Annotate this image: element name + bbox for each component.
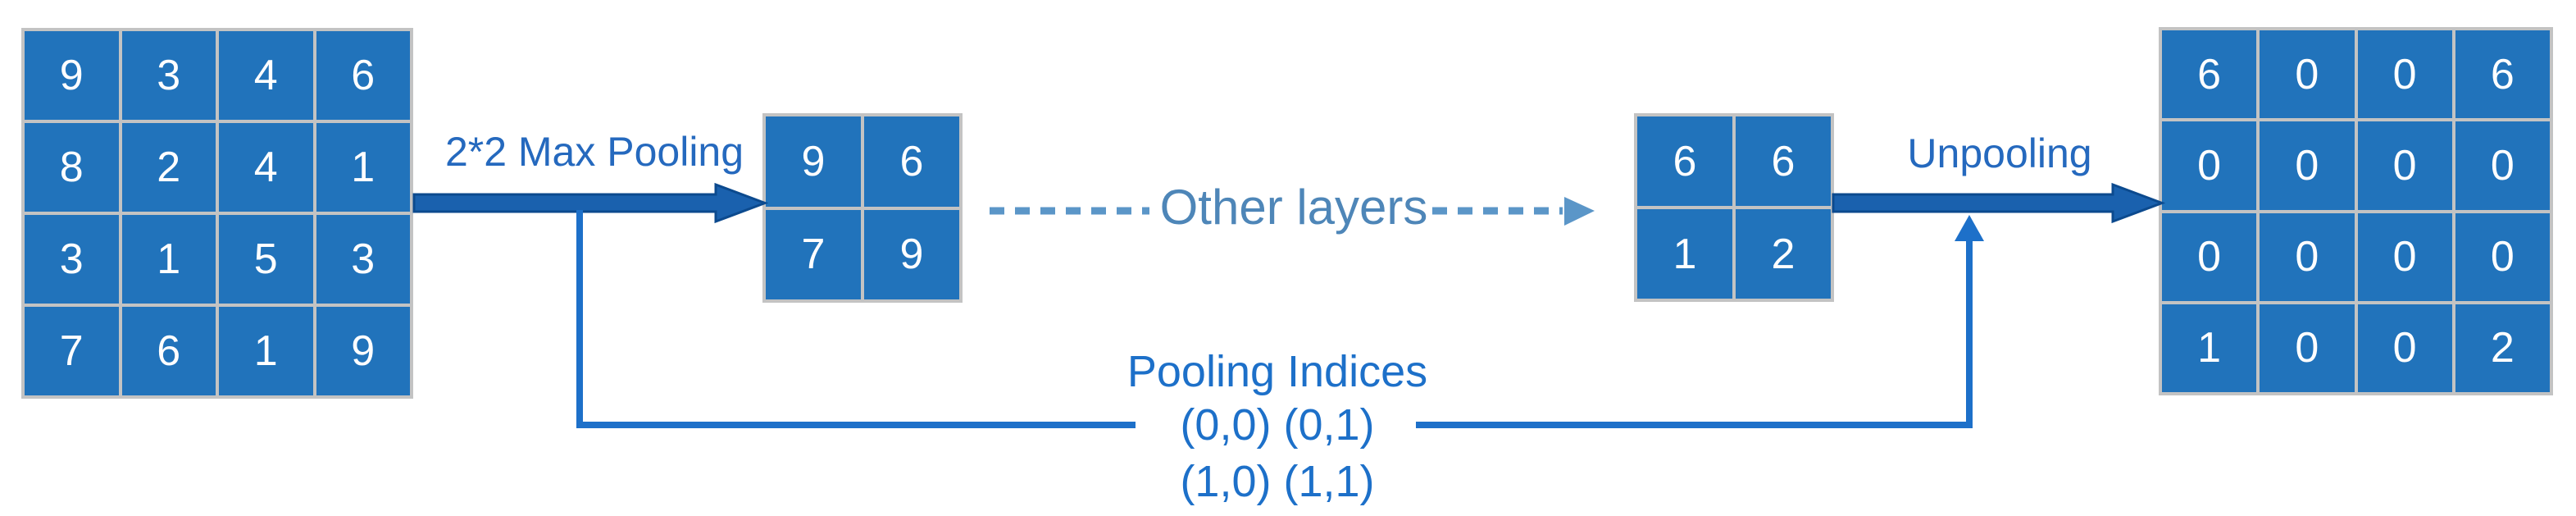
- grid-cell: 9: [25, 31, 119, 120]
- grid-cell: 1: [1637, 209, 1732, 299]
- grid-cell: 1: [121, 215, 216, 304]
- grid-cell: 2: [121, 123, 216, 212]
- grid-cell: 5: [219, 215, 313, 304]
- grid-cell: 0: [2260, 121, 2355, 210]
- pooling-indices-row1: (0,0) (0,1): [1180, 400, 1375, 450]
- unpooling-arrow: [1832, 182, 2166, 224]
- grid-cell: 6: [2162, 30, 2257, 119]
- grid-cell: 6: [316, 31, 410, 120]
- grid-cell: 3: [316, 215, 410, 304]
- max-pooling-label: 2*2 Max Pooling: [444, 129, 744, 175]
- grid-cell: 9: [316, 307, 410, 395]
- other-layers-arrowhead-icon: [1564, 197, 1595, 226]
- grid-cell: 0: [2455, 121, 2550, 210]
- grid-cell: 6: [2455, 30, 2550, 119]
- grid-cell: 7: [766, 209, 861, 299]
- grid-cell: 0: [2455, 212, 2550, 301]
- grid-cell: 1: [219, 307, 313, 395]
- grid-cell: 9: [766, 116, 861, 207]
- grid-cell: 2: [1736, 209, 1831, 299]
- grid-cell: 0: [2260, 30, 2355, 119]
- grid-cell: 0: [2260, 304, 2355, 392]
- grid-cell: 2: [2455, 304, 2550, 392]
- grid-cell: 0: [2357, 212, 2452, 301]
- grid-cell: 6: [1736, 116, 1831, 206]
- grid-cell: 0: [2357, 121, 2452, 210]
- grid-cell: 3: [121, 31, 216, 120]
- grid-cell: 6: [1637, 116, 1732, 206]
- grid-cell: 4: [219, 31, 313, 120]
- max-pooling-arrow: [412, 182, 769, 224]
- pooling-indices-arrowhead-icon: [1955, 215, 1984, 241]
- grid-cell: 0: [2260, 212, 2355, 301]
- grid-cell: 1: [2162, 304, 2257, 392]
- grid-cell: 9: [864, 209, 959, 299]
- other-layers-label: Other layers: [1159, 180, 1428, 235]
- grid-cell: 0: [2162, 121, 2257, 210]
- grid-cell: 8: [25, 123, 119, 212]
- grid-cell: 6: [864, 116, 959, 207]
- grid-cell: 3: [25, 215, 119, 304]
- grid-cell: 0: [2357, 304, 2452, 392]
- grid-cell: 7: [25, 307, 119, 395]
- grid-cell: 6: [121, 307, 216, 395]
- unpooling-label: Unpooling: [1907, 130, 2092, 176]
- pooling-indices-title: Pooling Indices: [1126, 347, 1428, 396]
- pooling-indices-row2: (1,0) (1,1): [1180, 457, 1375, 506]
- grid-cell: 1: [316, 123, 410, 212]
- grid-cell: 0: [2357, 30, 2452, 119]
- grid-cell: 0: [2162, 212, 2257, 301]
- grid-cell: 4: [219, 123, 313, 212]
